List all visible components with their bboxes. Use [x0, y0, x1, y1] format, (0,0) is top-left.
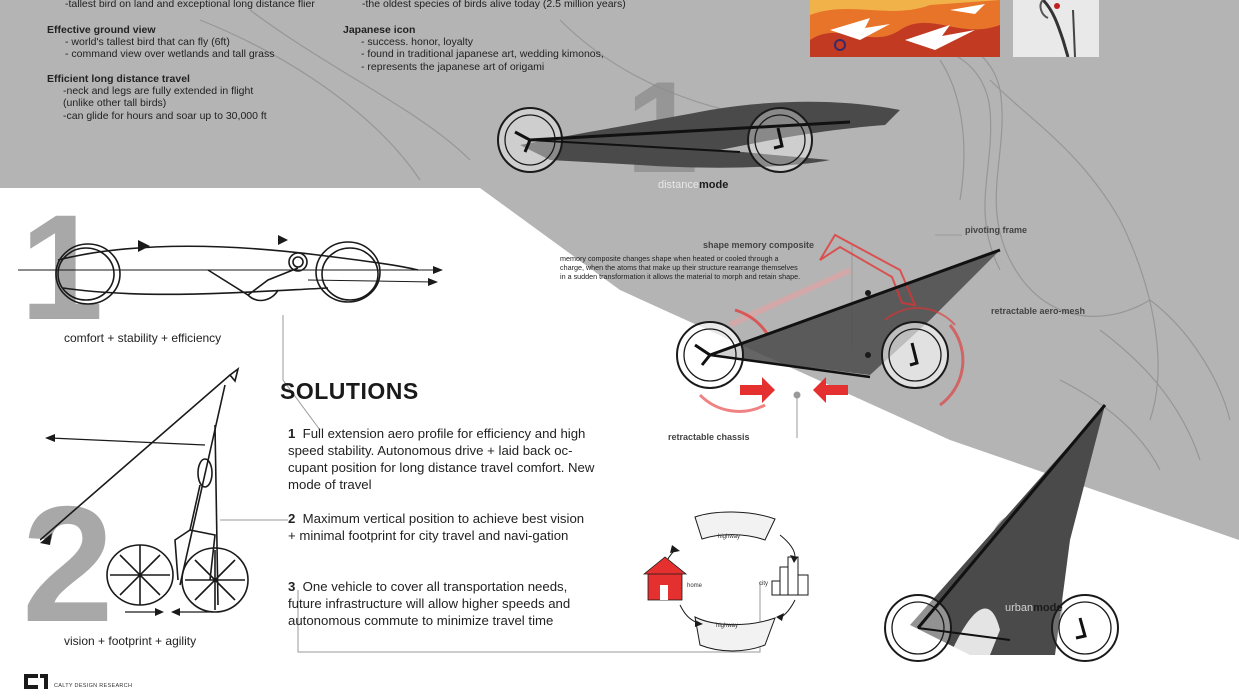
ground-view-line-1: - world's tallest bird that can fly (6ft… [65, 36, 230, 48]
japanese-icon-line-1: - success. honor, loyalty [361, 36, 474, 48]
long-distance-line-2: (unlike other tall birds) [63, 97, 167, 109]
section-heading-long-distance: Efficient long distance travel [47, 73, 190, 85]
shape-memory-desc-3: in a sudden transformation it allows the… [560, 272, 801, 281]
big-number-2-left: 2 [22, 472, 114, 656]
urban-mode-label: urbanmode [1005, 602, 1063, 614]
japanese-icon-line-3: - represents the japanese art of origami [361, 61, 545, 73]
travel-cycle-diagram [642, 511, 809, 652]
cycle-city-label: city [759, 581, 768, 587]
bird-fact-line: -tallest bird on land and exceptional lo… [65, 0, 315, 10]
footer-brand-text: CALTY DESIGN RESEARCH [54, 683, 133, 689]
shape-memory-desc-1: memory composite changes shape when heat… [560, 254, 779, 263]
shape-memory-label: shape memory composite [703, 240, 815, 250]
cycle-highway-bottom-label: highway [716, 623, 739, 629]
oldest-species-line: -the oldest species of birds alive today… [362, 0, 626, 10]
crane-photo-image [1013, 0, 1099, 57]
cycle-home-label: home [687, 583, 703, 589]
aero-mesh-label: retractable aero-mesh [991, 306, 1086, 316]
urban-mode-vehicle [884, 404, 1119, 662]
crane-art-image [810, 0, 1000, 57]
grey-band [0, 0, 1239, 540]
solution-item-3: 3 One vehicle to cover all transportatio… [288, 579, 571, 628]
chassis-label: retractable chassis [668, 432, 750, 442]
distance-mode-label: distancemode [658, 179, 729, 191]
calty-logo-icon [24, 674, 48, 689]
section-heading-japanese-icon: Japanese icon [343, 24, 416, 36]
solution-item-2: 2 Maximum vertical position to achieve b… [288, 511, 585, 543]
solutions-title: SOLUTIONS [280, 378, 419, 404]
long-distance-line-1: -neck and legs are fully extended in fli… [63, 85, 254, 97]
shape-memory-desc-2: charge, when the atoms that make up thei… [560, 263, 798, 272]
big-number-1-left: 1 [20, 183, 104, 351]
distance-mode-vehicle [497, 101, 900, 173]
cycle-highway-top-label: highway [718, 534, 741, 540]
comfort-sketch [18, 235, 443, 305]
vision-sketch [40, 367, 249, 616]
japanese-icon-line-2: - found in traditional japanese art, wed… [361, 48, 604, 60]
pivoting-frame-label: pivoting frame [965, 225, 1028, 235]
long-distance-line-3: -can glide for hours and soar up to 30,0… [63, 110, 267, 122]
ground-view-line-2: - command view over wetlands and tall gr… [65, 48, 275, 60]
solution-item-1: 1 Full extension aero profile for effici… [288, 426, 595, 492]
vision-caption: vision + footprint + agility [64, 634, 197, 648]
section-heading-ground-view: Effective ground view [47, 24, 156, 36]
comfort-caption: comfort + stability + efficiency [64, 331, 222, 345]
transforming-vehicle [676, 233, 1001, 413]
